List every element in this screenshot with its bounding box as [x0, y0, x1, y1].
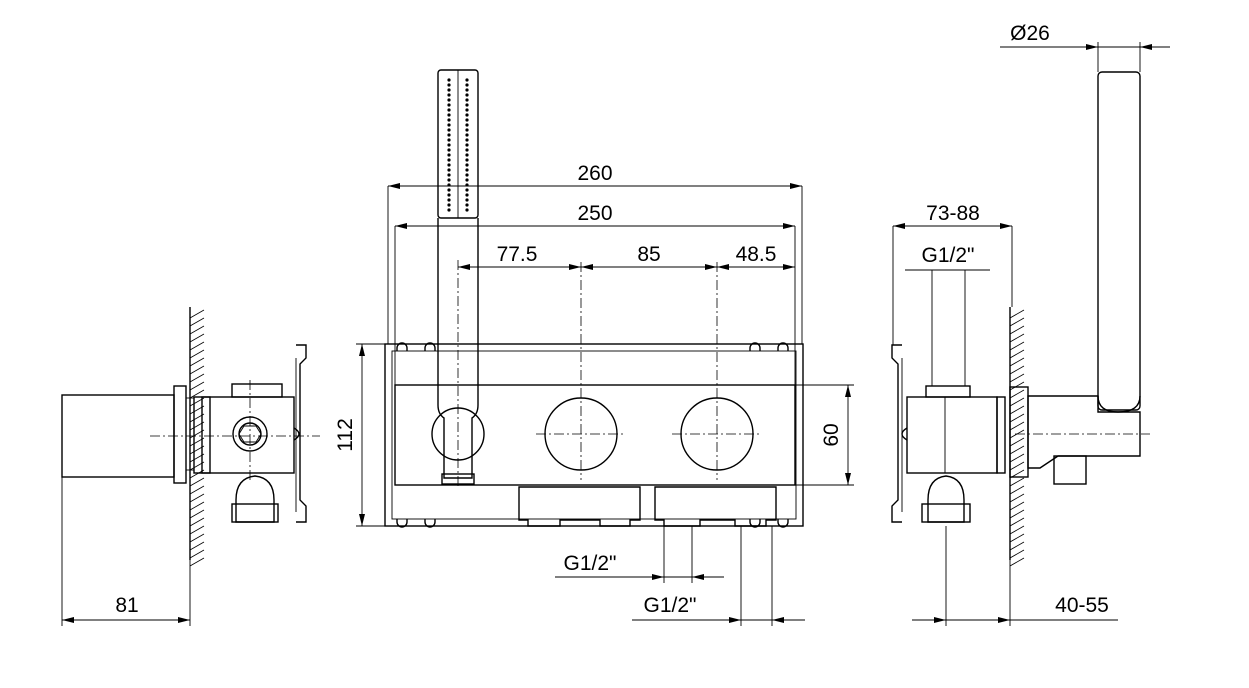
dim-install-depth: 73-88	[926, 202, 980, 225]
valve-handle-1	[536, 262, 626, 480]
right-side-view	[891, 71, 1150, 567]
frame-slots	[396, 342, 789, 528]
dim-left-offset: 77.5	[497, 243, 538, 266]
hand-shower	[431, 69, 485, 488]
valve-handle-2	[672, 262, 762, 480]
dim-overall-width: 260	[577, 162, 612, 185]
dim-plate-width: 250	[577, 202, 612, 225]
left-valve-body	[193, 344, 307, 523]
dim-right-offset: 48.5	[736, 243, 777, 266]
dim-side-depth: 81	[115, 594, 138, 617]
dim-plate-height: 60	[820, 423, 843, 446]
dim-wall-offset: 40-55	[1055, 594, 1109, 617]
dim-frame-height: 112	[334, 418, 357, 451]
dim-valve-spacing: 85	[637, 243, 660, 266]
right-valve-body	[891, 344, 1006, 523]
right-shower-outlet	[1009, 386, 1150, 485]
left-trim-handle	[61, 385, 320, 484]
right-wall-hatch	[1009, 307, 1025, 567]
cover-plate	[394, 384, 796, 486]
mounting-frame	[384, 342, 804, 528]
dim-outlet-thread: G1/2"	[922, 244, 975, 267]
front-view	[384, 69, 804, 528]
dim-inlet-thread-2: G1/2"	[644, 594, 697, 617]
dim-inlet-thread-1: G1/2"	[564, 552, 617, 575]
left-side-view	[61, 307, 320, 567]
dim-hand-shower-diameter: Ø26	[1010, 22, 1050, 45]
dimension-labels: 260 250 77.5 85 48.5 112 60 81 G1/2" G1/…	[115, 22, 1109, 617]
right-hand-shower	[1097, 71, 1141, 413]
bottom-connectors	[518, 486, 777, 527]
dimension-lines	[61, 42, 1170, 626]
